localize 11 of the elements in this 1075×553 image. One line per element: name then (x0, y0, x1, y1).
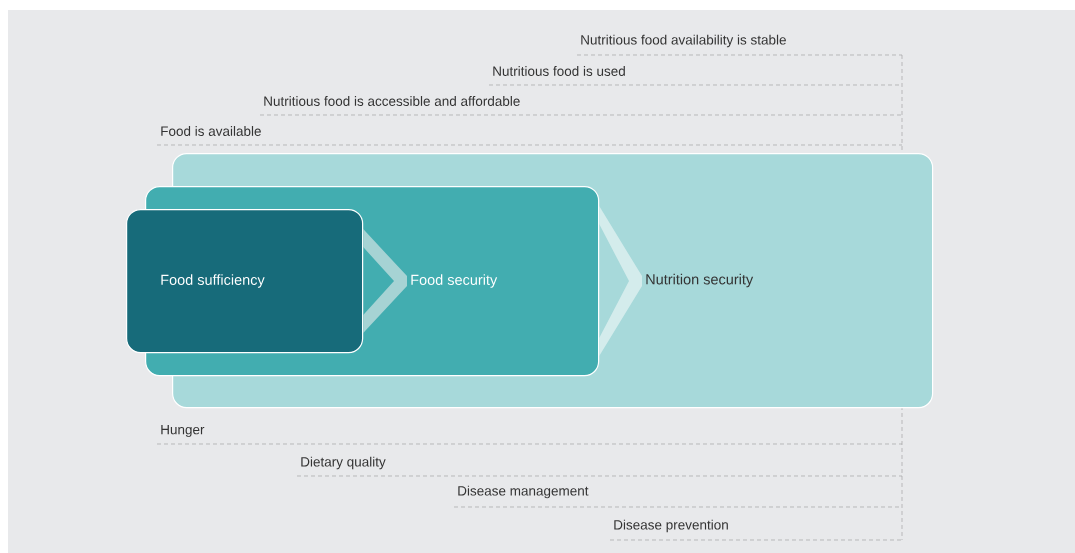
guide-label: Disease prevention (614, 519, 728, 533)
guide-label: Dietary quality (301, 456, 386, 470)
guide-label: Nutritious food is accessible and affordable (264, 96, 520, 106)
guide-label: Nutritious food is used (493, 66, 625, 76)
guide-label: Food is available (161, 126, 261, 136)
guide-label: Disease management (458, 485, 589, 499)
chevron-arrow (599, 206, 642, 357)
nested-box: Food sufficiency (126, 209, 364, 354)
chevron-arrow (363, 229, 407, 334)
guide-label: Nutritious food availability is stable (581, 34, 786, 48)
guide-label: Hunger (161, 424, 205, 438)
